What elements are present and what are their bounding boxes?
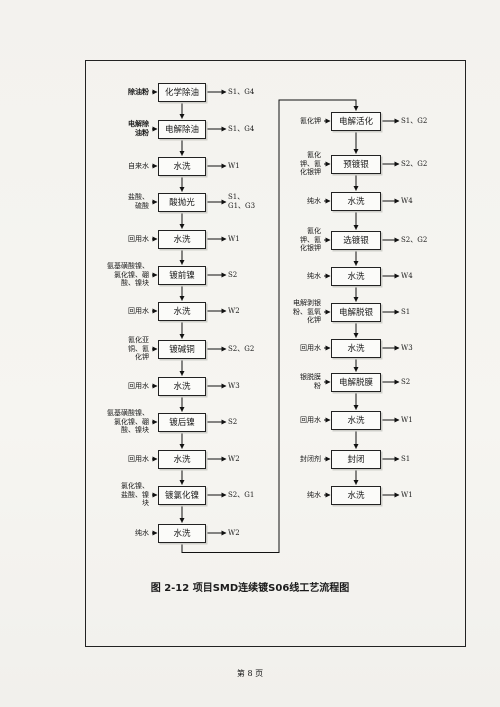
output-emissions: W1: [228, 234, 240, 243]
input-materials: 回用水: [128, 381, 149, 390]
process-step: 镀氯化镍: [158, 485, 206, 505]
process-step: 预镀银: [331, 154, 381, 174]
process-step: 水洗: [331, 410, 381, 430]
output-emissions: S1、G2: [401, 116, 428, 125]
output-emissions: W3: [401, 343, 413, 352]
output-emissions: W2: [228, 454, 240, 463]
output-emissions: W4: [401, 271, 413, 280]
process-step: 水洗: [331, 338, 381, 358]
input-materials: 氨基磺酸镍、 氯化镍、硼 酸、镍块: [107, 409, 149, 435]
output-emissions: S1: [401, 454, 411, 463]
input-materials: 氰化亚 铜、氰 化钾: [128, 336, 149, 362]
input-materials: 电解剥银 粉、氢氧 化钾: [293, 299, 321, 325]
input-materials: 氰化 钾、氰 化银钾: [300, 227, 321, 253]
output-emissions: W1: [401, 415, 413, 424]
input-materials: 回用水: [128, 234, 149, 243]
process-step: 水洗: [158, 376, 206, 396]
process-step: 封闭: [331, 449, 381, 469]
output-emissions: W1: [401, 490, 413, 499]
input-materials: 封闭剂: [300, 454, 321, 463]
process-step: 水洗: [331, 266, 381, 286]
output-emissions: S2: [228, 417, 238, 426]
input-materials: 纯水: [307, 196, 321, 205]
process-step: 水洗: [158, 229, 206, 249]
figure-frame: [85, 60, 466, 647]
output-emissions: S1、G4: [228, 124, 255, 133]
input-materials: 纯水: [307, 271, 321, 280]
input-materials: 电解除 油粉: [128, 119, 149, 137]
process-step: 电解活化: [331, 111, 381, 131]
page-number: 第 8 页: [236, 669, 264, 678]
process-step: 水洗: [158, 301, 206, 321]
output-emissions: W4: [401, 196, 413, 205]
process-step: 电解脱银: [331, 302, 381, 322]
input-materials: 纯水: [307, 490, 321, 499]
process-step: 镀碱铜: [158, 339, 206, 359]
process-step: 酸抛光: [158, 192, 206, 212]
input-materials: 纯水: [135, 528, 149, 537]
output-emissions: S2、G2: [401, 159, 428, 168]
output-emissions: S1: [401, 307, 411, 316]
output-emissions: S1、G4: [228, 87, 255, 96]
input-materials: 回用水: [128, 454, 149, 463]
input-materials: 回用水: [300, 415, 321, 424]
process-step: 电解除油: [158, 119, 206, 139]
input-materials: 除油粉: [128, 86, 149, 96]
process-step: 化学除油: [158, 82, 206, 102]
process-step: 水洗: [158, 156, 206, 176]
output-emissions: W2: [228, 528, 240, 537]
output-emissions: W1: [228, 161, 240, 170]
process-step: 水洗: [331, 485, 381, 505]
process-step: 水洗: [158, 523, 206, 543]
input-materials: 回用水: [128, 306, 149, 315]
process-step: 水洗: [331, 191, 381, 211]
output-emissions: S2、G2: [228, 344, 255, 353]
output-emissions: S2、G1: [228, 490, 255, 499]
figure-caption: 图 2-12 项目SMD连续镀S06线工艺流程图: [150, 583, 350, 594]
input-materials: 回用水: [300, 343, 321, 352]
process-step: 选镀银: [331, 230, 381, 250]
transfer-connector: [181, 99, 359, 553]
input-materials: 银脱膜 粉: [300, 373, 321, 390]
output-emissions: S1、 G1、G3: [228, 193, 256, 210]
input-materials: 氨基磺酸镍、 氯化镍、硼 酸、镍块: [107, 262, 149, 288]
output-emissions: S2: [401, 377, 411, 386]
input-materials: 自来水: [128, 161, 149, 170]
process-step: 水洗: [158, 449, 206, 469]
output-emissions: W3: [228, 381, 240, 390]
output-emissions: W2: [228, 306, 240, 315]
process-step: 镀前镍: [158, 265, 206, 285]
output-emissions: S2: [228, 270, 238, 279]
input-materials: 盐酸、 硫酸: [128, 193, 149, 210]
process-step: 镀后镍: [158, 412, 206, 432]
input-materials: 氯化镍、 盐酸、镍 块: [121, 482, 149, 508]
process-step: 电解脱膜: [331, 372, 381, 392]
output-emissions: S2、G2: [401, 235, 428, 244]
input-materials: 氰化钾: [300, 116, 321, 125]
input-materials: 氰化 钾、氰 化银钾: [300, 151, 321, 177]
